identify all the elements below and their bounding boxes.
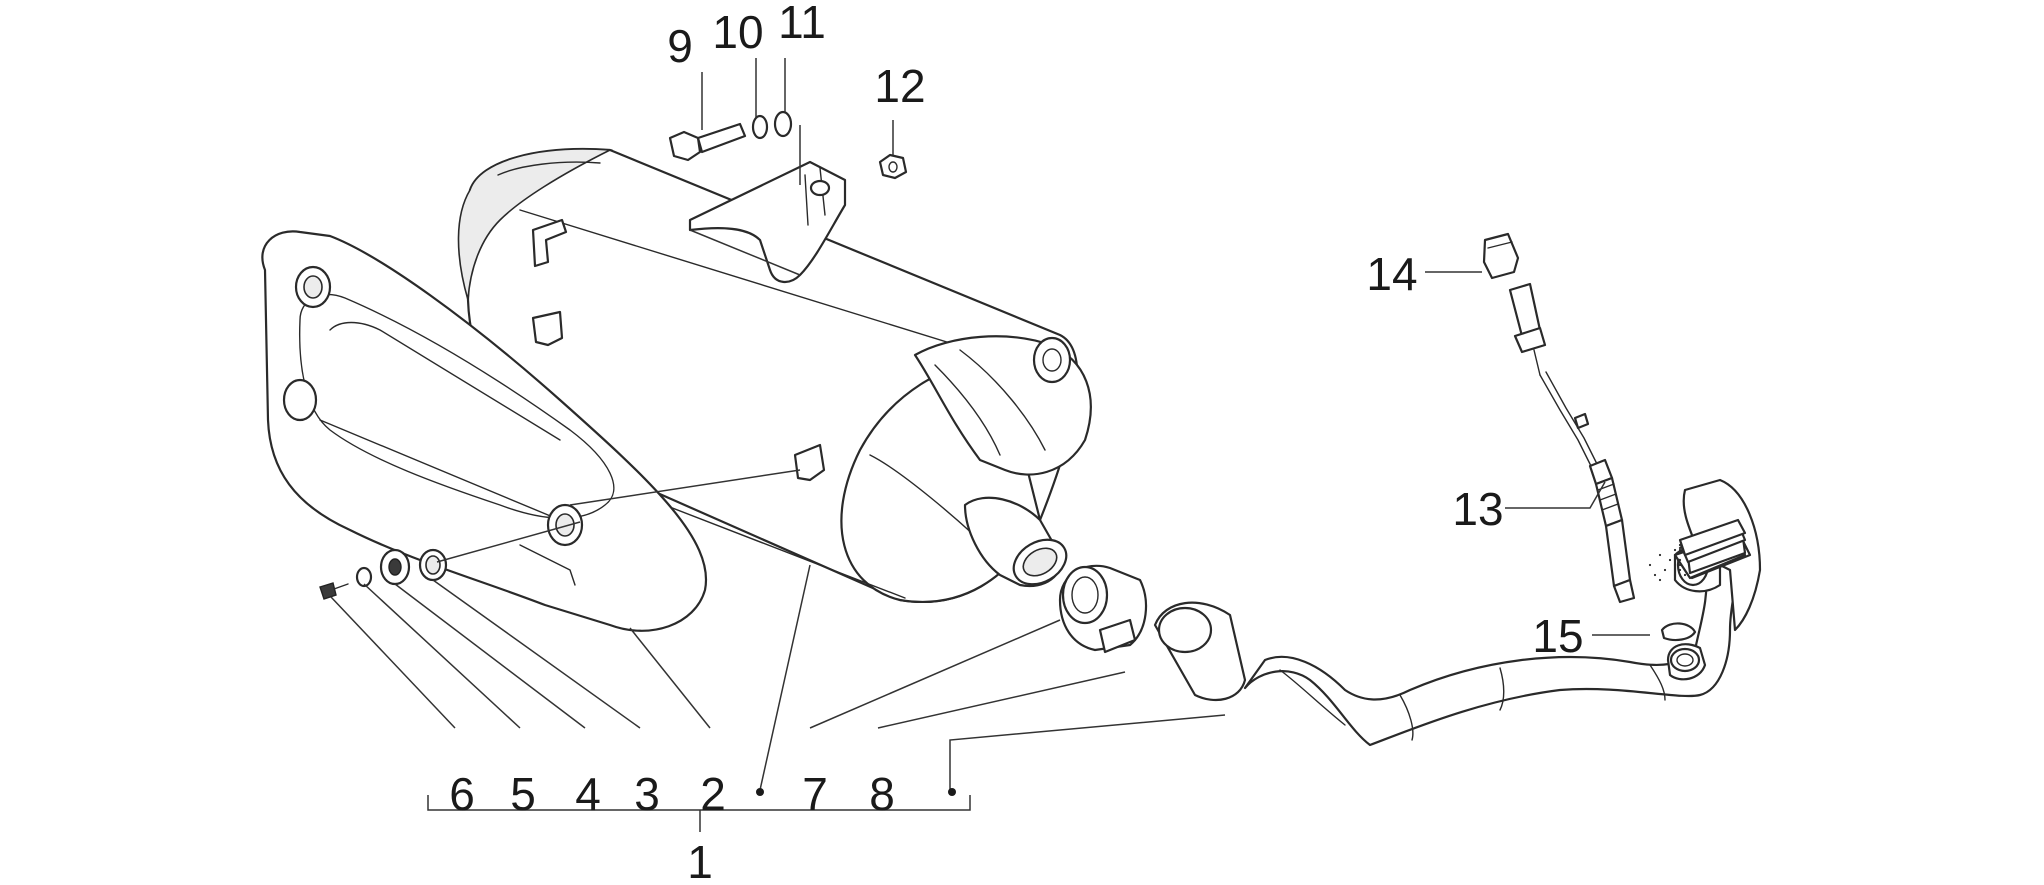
spacer-part-4 [379,548,411,586]
lambda-sensor-part-13 [1508,282,1636,604]
callout-3: 3 [634,768,660,820]
callout-11: 11 [778,0,826,48]
callout-12: 12 [874,60,925,112]
washer-part-11 [773,110,793,138]
assembly-marker-dot [756,788,764,796]
callout-10: 10 [712,6,763,58]
nut-part-12 [878,153,908,180]
callout-15: 15 [1532,610,1583,662]
callout-7: 7 [802,768,828,820]
grommet-part-3 [418,548,448,582]
callout-5: 5 [510,768,536,820]
callout-1: 1 [687,836,713,885]
washer-part-10 [751,114,769,140]
muffler-body [457,147,1092,603]
bolt-part-9 [668,122,747,162]
callout-4: 4 [575,768,601,820]
sensor-cap-part-14 [1482,232,1520,280]
heat-shield [261,230,708,632]
screw-part-6 [319,582,349,600]
leader-lines [330,58,1650,832]
clamp-part-7 [1058,564,1147,654]
washer-part-5 [355,566,373,588]
exhaust-pipe-flange [1673,518,1747,580]
callout-13: 13 [1452,483,1503,535]
callout-6: 6 [449,768,475,820]
sleeve-part-8 [1153,601,1247,702]
sensor-boss [1666,643,1707,681]
assembly-marker-dot [948,788,956,796]
callout-14: 14 [1366,248,1417,300]
callout-labels: 1 2 3 4 5 6 7 8 9 10 11 12 13 14 15 [449,0,1583,885]
callout-9: 9 [667,20,693,72]
callout-2: 2 [700,768,726,820]
clip-part-15 [1660,622,1697,642]
callout-8: 8 [869,768,895,820]
